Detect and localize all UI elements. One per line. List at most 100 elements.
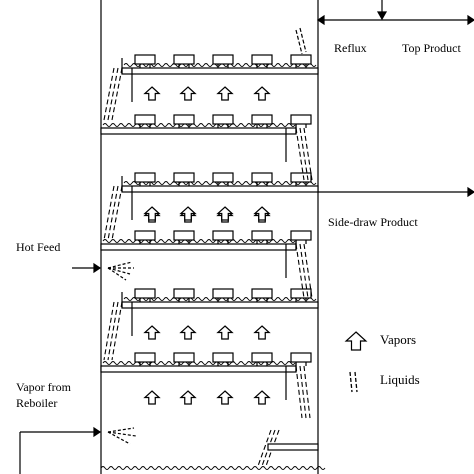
bubble-cap <box>290 230 312 241</box>
liquid-downflow <box>299 127 309 181</box>
bubble-cap <box>290 352 312 363</box>
bubble-cap <box>212 172 234 183</box>
bubble-cap <box>134 352 156 363</box>
bubble-cap <box>134 54 156 65</box>
bubble-cap <box>212 352 234 363</box>
reboiler-label: Reboiler <box>16 396 58 410</box>
bubble-cap <box>134 114 156 125</box>
legend-liquid-stream <box>354 371 358 393</box>
bubble-cap <box>173 114 195 125</box>
reflux-label: Reflux <box>334 41 367 55</box>
liquid-downflow <box>295 127 305 181</box>
reboiler-spray <box>107 431 137 437</box>
tray-plate <box>121 67 319 75</box>
bottom-weir-plate <box>267 443 319 451</box>
vapor-arrow <box>253 325 271 340</box>
bubble-cap <box>212 114 234 125</box>
vapor-arrow <box>179 206 197 221</box>
liquid-downflow <box>295 365 303 419</box>
bubble-cap <box>251 288 273 299</box>
bubble-cap <box>290 288 312 299</box>
bubble-cap <box>251 352 273 363</box>
bubble-cap <box>173 288 195 299</box>
legend-liquids-label: Liquids <box>380 372 420 387</box>
vapor-arrow <box>143 390 161 405</box>
vapor-arrow <box>253 390 271 405</box>
liquid-downflow <box>107 67 119 121</box>
bubble-cap <box>173 172 195 183</box>
liquid-downflow <box>299 243 309 299</box>
reflux-arrowhead <box>316 14 325 26</box>
vapor-arrow <box>253 86 271 101</box>
liquid-downflow <box>257 429 272 467</box>
bubble-cap <box>251 230 273 241</box>
liquid-downflow <box>103 185 115 241</box>
side-draw-arrowhead <box>467 186 474 198</box>
vapor-arrow <box>216 206 234 221</box>
legend-liquid-stream <box>349 371 353 393</box>
bubble-cap <box>173 230 195 241</box>
vapor-arrow <box>216 325 234 340</box>
overhead-arrowhead <box>376 11 388 21</box>
side-draw-product-label: Side-draw Product <box>328 215 418 229</box>
bubble-cap <box>134 288 156 299</box>
reboiler-spray <box>107 427 135 433</box>
liquid-downflow <box>299 365 307 419</box>
reboiler-spray <box>107 431 131 445</box>
tray-plate <box>100 127 297 135</box>
hot-feed-arrowhead <box>93 262 102 274</box>
tray-plate <box>121 185 319 193</box>
bubble-cap <box>134 230 156 241</box>
top-product-arrowhead <box>467 14 474 26</box>
top-product-label: Top Product <box>402 41 461 55</box>
tray-liquid-surface <box>102 239 296 243</box>
liquid-downflow <box>111 185 123 241</box>
tray-plate <box>100 243 297 251</box>
reflux-inlet <box>299 27 307 53</box>
vapor-arrow <box>179 390 197 405</box>
vapor-arrow <box>179 325 197 340</box>
liquid-downflow <box>303 365 311 419</box>
feed-spray <box>107 267 127 281</box>
vapor-arrow <box>253 206 271 221</box>
bubble-cap <box>251 172 273 183</box>
reboiler-arrowhead <box>93 426 102 438</box>
tray-liquid-surface <box>123 63 317 67</box>
bubble-cap <box>173 54 195 65</box>
vapor-arrow <box>143 86 161 101</box>
bubble-cap <box>251 54 273 65</box>
bubble-cap <box>212 230 234 241</box>
bubble-cap <box>251 114 273 125</box>
vapor-arrow <box>216 390 234 405</box>
hot-feed-label: Hot Feed <box>16 240 61 254</box>
tray-liquid-surface <box>102 123 296 127</box>
reflux-inlet <box>295 29 303 55</box>
legend-vapor-arrow <box>344 331 368 351</box>
vapor-from-label: Vapor from <box>16 380 71 394</box>
bubble-cap <box>134 172 156 183</box>
bottom-liquid-surface <box>100 466 326 470</box>
bubble-cap <box>290 172 312 183</box>
tray-liquid-surface <box>102 361 296 365</box>
vapor-arrow <box>216 86 234 101</box>
tray-plate <box>100 365 297 373</box>
feed-spray <box>107 261 133 269</box>
liquid-downflow <box>295 243 305 299</box>
legend-vapors-label: Vapors <box>380 332 417 347</box>
tray-liquid-surface <box>123 181 317 185</box>
liquid-downflow <box>111 301 123 361</box>
bubble-cap <box>290 54 312 65</box>
tray-plate <box>121 301 319 309</box>
liquid-downflow <box>103 301 115 361</box>
bubble-cap <box>212 54 234 65</box>
tray-liquid-surface <box>123 297 317 301</box>
liquid-downflow <box>107 301 119 361</box>
liquid-downflow <box>303 243 313 299</box>
bubble-cap <box>212 288 234 299</box>
vapor-arrow <box>143 325 161 340</box>
bubble-cap <box>173 352 195 363</box>
liquid-downflow <box>107 185 119 241</box>
liquid-downflow <box>111 67 123 121</box>
